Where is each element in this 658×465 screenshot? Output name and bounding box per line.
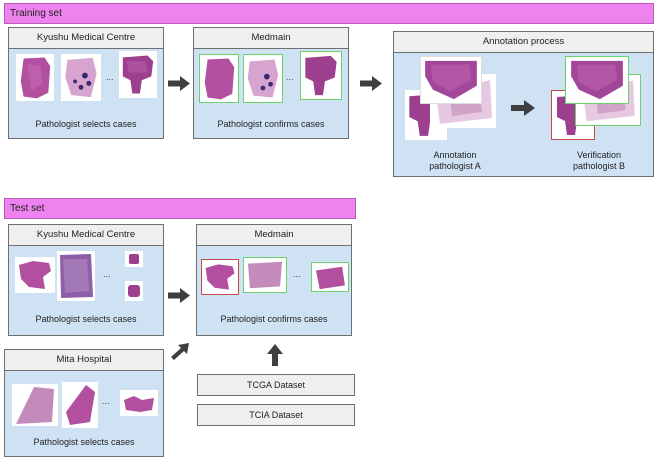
slide-thumbnail: [120, 390, 158, 416]
test-medmain-caption: Pathologist confirms cases: [220, 314, 328, 324]
slide-thumbnail: [16, 54, 54, 101]
tcia-dataset-label: TCIA Dataset: [249, 410, 303, 420]
training-kyushu-caption: Pathologist selects cases: [35, 119, 137, 129]
slide-thumbnail: [12, 384, 58, 426]
up-arrow-icon: [267, 344, 283, 366]
training-kyushu-title: Kyushu Medical Centre: [9, 28, 163, 49]
right-arrow-icon: [360, 76, 382, 91]
test-set-banner: Test set: [4, 198, 356, 219]
training-set-label: Training set: [10, 8, 62, 19]
test-set-label: Test set: [10, 203, 45, 214]
training-kyushu-panel: Kyushu Medical Centre ... Pathologist se…: [8, 27, 164, 139]
accepted-slide-thumbnail: [199, 54, 239, 103]
verification-pathologist-b-label: Verification pathologist B: [544, 150, 654, 172]
test-kyushu-title: Kyushu Medical Centre: [9, 225, 163, 246]
ellipsis: ...: [102, 396, 110, 406]
mita-hospital-title: Mita Hospital: [5, 350, 163, 371]
slide-thumbnail: [119, 51, 157, 98]
mita-hospital-panel: Mita Hospital ... Pathologist selects ca…: [4, 349, 164, 457]
ellipsis: ...: [293, 269, 301, 279]
slide-thumbnail: [420, 56, 482, 104]
accepted-slide-thumbnail: [311, 262, 349, 292]
annotation-process-title: Annotation process: [394, 32, 653, 53]
test-kyushu-caption: Pathologist selects cases: [35, 314, 137, 324]
up-right-arrow-icon: [168, 340, 192, 364]
slide-thumbnail: [61, 54, 101, 101]
tcga-dataset-label: TCGA Dataset: [246, 380, 306, 390]
ellipsis: ...: [286, 72, 294, 82]
accepted-slide-thumbnail: [300, 51, 342, 100]
slide-thumbnail: [57, 251, 95, 301]
slide-thumbnail: [125, 281, 143, 301]
tcia-dataset-box: TCIA Dataset: [197, 404, 355, 426]
accepted-slide-thumbnail: [565, 56, 629, 104]
training-medmain-title: Medmain: [194, 28, 348, 49]
annotation-process-panel: Annotation process Annotation pathologis…: [393, 31, 654, 177]
training-medmain-caption: Pathologist confirms cases: [217, 119, 325, 129]
ellipsis: ...: [106, 72, 114, 82]
mita-hospital-caption: Pathologist selects cases: [33, 437, 135, 447]
annotation-label-line2: pathologist A: [429, 161, 481, 171]
right-arrow-icon: [511, 100, 535, 116]
verification-label-line2: pathologist B: [572, 161, 626, 171]
verification-label-line1: Verification: [576, 150, 622, 160]
test-medmain-title: Medmain: [197, 225, 351, 246]
slide-thumbnail: [62, 382, 98, 428]
rejected-slide-thumbnail: [201, 259, 239, 295]
test-medmain-panel: Medmain ... Pathologist confirms cases: [196, 224, 352, 336]
right-arrow-icon: [168, 288, 190, 303]
tcga-dataset-box: TCGA Dataset: [197, 374, 355, 396]
accepted-slide-thumbnail: [243, 257, 287, 293]
training-set-banner: Training set: [4, 3, 654, 24]
ellipsis: ...: [103, 269, 111, 279]
annotation-label-line1: Annotation: [433, 150, 477, 160]
training-medmain-panel: Medmain ... Pathologist confirms cases: [193, 27, 349, 139]
slide-thumbnail: [125, 251, 143, 267]
accepted-slide-thumbnail: [243, 54, 283, 103]
test-kyushu-panel: Kyushu Medical Centre ... Pathologist se…: [8, 224, 164, 336]
slide-thumbnail: [15, 257, 55, 293]
annotation-pathologist-a-label: Annotation pathologist A: [394, 150, 516, 172]
right-arrow-icon: [168, 76, 190, 91]
